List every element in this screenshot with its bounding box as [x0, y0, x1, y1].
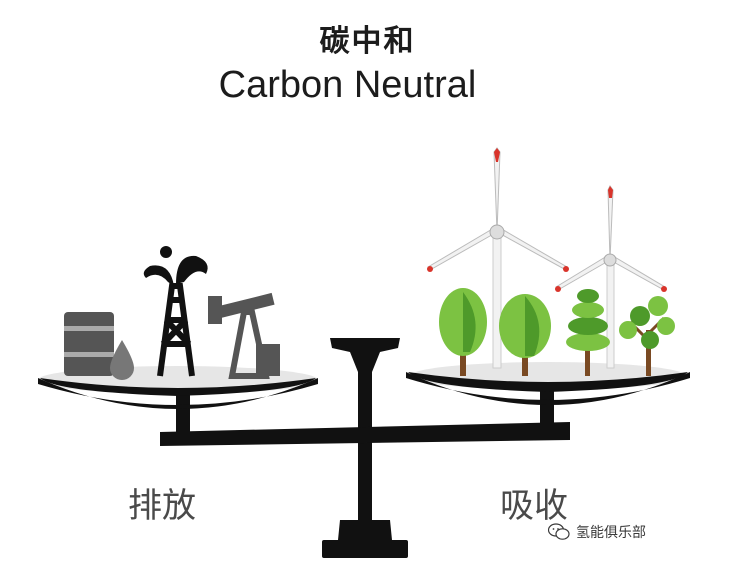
absorption-label: 吸收 [500, 486, 568, 526]
scale-beam [160, 388, 570, 446]
watermark-text: 氢能俱乐部 [576, 525, 646, 541]
tree-icon [499, 294, 551, 376]
oil-barrel-icon [60, 312, 118, 376]
scale-stand [322, 338, 408, 558]
wind-turbine-icon [427, 147, 569, 369]
title-chinese: 碳中和 [319, 24, 416, 59]
watermark: 氢能俱乐部 [548, 522, 646, 542]
oil-gusher-icon [143, 246, 208, 286]
oil-drop-icon [110, 340, 134, 380]
tree-icon [566, 289, 610, 376]
tree-icon [439, 288, 487, 376]
pumpjack-icon [208, 292, 280, 379]
emission-label: 排放 [128, 486, 196, 526]
title-english: Carbon Neutral [218, 64, 477, 106]
tree-icon [619, 296, 675, 376]
wechat-icon [548, 523, 570, 540]
oil-derrick-icon [157, 283, 195, 377]
right-pan [406, 362, 690, 405]
wind-turbine-icon [555, 185, 667, 369]
